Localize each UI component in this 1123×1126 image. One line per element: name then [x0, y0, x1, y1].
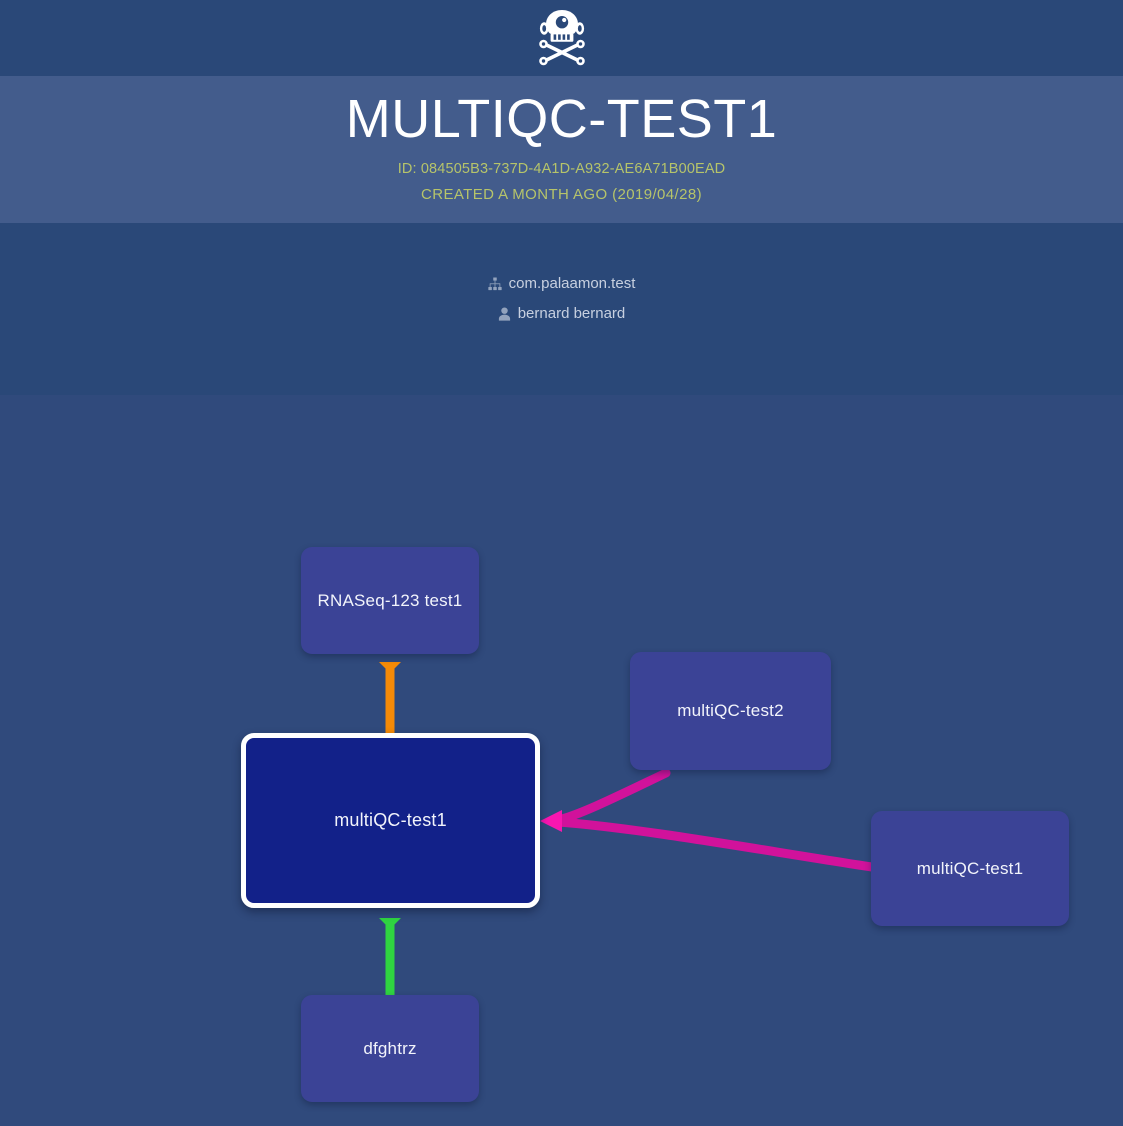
graph-node-label: multiQC-test1 — [916, 858, 1024, 878]
graph-edges-layer — [379, 662, 877, 995]
project-title-band: MULTIQC-TEST1 ID: 084505B3-737D-4A1D-A93… — [0, 76, 1123, 223]
project-created-date: CREATED A MONTH AGO (2019/04/28) — [421, 185, 702, 203]
graph-node-multiqc-test1-right[interactable]: multiQC-test1 — [871, 811, 1069, 926]
graph-node-label: RNASeq-123 test1 — [317, 590, 463, 610]
meta-owner-label: bernard bernard — [517, 305, 626, 322]
dependency-graph-canvas[interactable]: RNASeq-123 test1 multiQC-test1 multiQC-t… — [0, 395, 1123, 1126]
meta-row-namespace: com.palaamon.test — [0, 275, 1123, 292]
edge-multiqc-test1-right-to-selected — [553, 817, 877, 872]
project-meta-band: com.palaamon.test bernard bernard — [0, 223, 1123, 395]
graph-node-dfghtrz[interactable]: dfghtrz — [301, 995, 479, 1102]
meta-row-owner: bernard bernard — [0, 305, 1123, 322]
edge-multiqc-test2-to-selected — [553, 768, 671, 825]
graph-node-label: dfghtrz — [363, 1038, 417, 1058]
graph-node-rnaseq-123-test1[interactable]: RNASeq-123 test1 — [301, 547, 479, 654]
top-logo-bar — [0, 0, 1123, 76]
graph-node-multiqc-test2[interactable]: multiQC-test2 — [630, 652, 831, 770]
edge-dfghtrz-to-selected — [379, 918, 401, 995]
edge-arrowhead-into-selected — [540, 810, 562, 832]
meta-namespace-label: com.palaamon.test — [508, 275, 636, 292]
edge-selected-to-rnaseq — [379, 662, 401, 733]
graph-node-multiqc-test1-selected[interactable]: multiQC-test1 — [241, 733, 540, 908]
page-title: MULTIQC-TEST1 — [345, 89, 778, 149]
user-icon — [498, 306, 511, 321]
cyclops-skull-crossbones-logo[interactable] — [532, 9, 592, 67]
graph-node-label: multiQC-test2 — [677, 701, 784, 720]
sitemap-icon — [487, 276, 502, 291]
project-id: ID: 084505B3-737D-4A1D-A932-AE6A71B00EAD — [397, 160, 726, 177]
graph-node-label: multiQC-test1 — [334, 810, 447, 830]
